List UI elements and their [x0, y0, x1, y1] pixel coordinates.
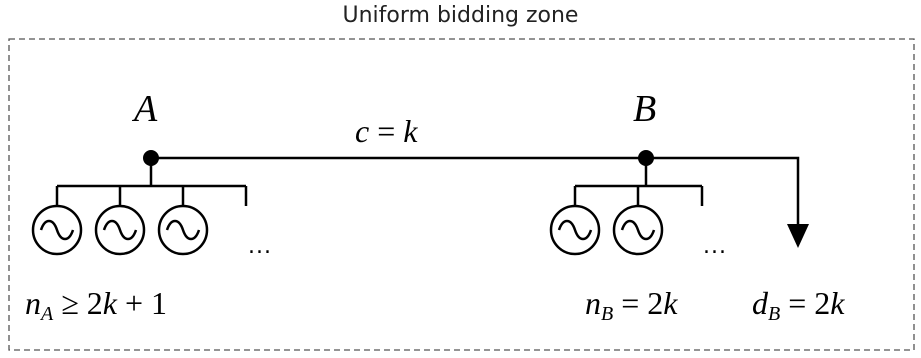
line-capacity-label: c = k	[355, 113, 418, 149]
generators-b-count: nB = 2k	[585, 285, 678, 325]
zone-border	[8, 38, 915, 351]
zone-title: Uniform bidding zone	[342, 3, 579, 28]
generator-icon	[612, 204, 664, 256]
node-b-feeder	[573, 158, 704, 206]
node-a-feeder	[55, 158, 248, 206]
demand-arrow	[646, 156, 809, 248]
generator-icon	[31, 204, 83, 256]
more-generators-b: ...	[703, 234, 727, 259]
node-b-label: B	[633, 88, 657, 130]
more-generators-a: ...	[248, 234, 272, 259]
demand-b-value: dB = 2k	[752, 285, 845, 325]
generator-icon	[157, 204, 209, 256]
generator-icon	[549, 204, 601, 256]
node-a-label: A	[134, 88, 158, 130]
generators-a-count: nA ≥ 2k + 1	[25, 285, 168, 325]
generator-icon	[94, 204, 146, 256]
